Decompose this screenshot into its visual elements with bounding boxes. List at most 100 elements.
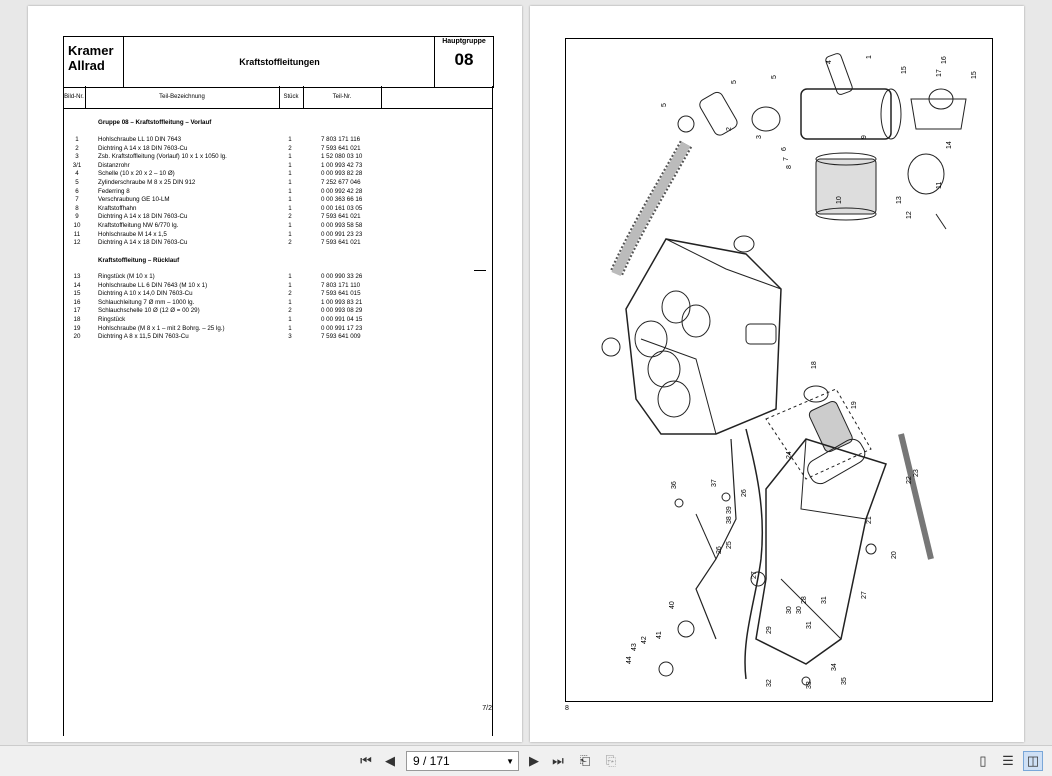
teil-bezeichnung: Dichtring A 10 x 14,0 DIN 7603-Cu xyxy=(98,290,193,298)
bild-nr: 3/1 xyxy=(72,161,82,169)
stueck: 2 xyxy=(288,307,292,315)
callout-label: 21 xyxy=(866,516,873,524)
two-page-icon[interactable]: ◫ xyxy=(1023,751,1043,771)
callout-label: 32 xyxy=(766,679,773,687)
bild-nr: 19 xyxy=(73,324,81,332)
callout-label: 44 xyxy=(626,656,633,664)
callout-label: 26 xyxy=(716,546,723,554)
last-page-icon[interactable]: ⏭ xyxy=(552,753,564,768)
callout-label: 8 xyxy=(786,165,793,169)
stueck: 3 xyxy=(288,333,292,341)
callout-label: 30 xyxy=(796,606,803,614)
callout-label: 38 xyxy=(726,516,733,524)
callout-label: 31 xyxy=(806,621,813,629)
callout-label: 33 xyxy=(806,681,813,689)
hauptgruppe-label: Hauptgruppe xyxy=(442,38,486,45)
callout-label: 36 xyxy=(671,481,678,489)
callout-label: 3 xyxy=(756,135,763,139)
stueck: 1 xyxy=(288,222,292,229)
bild-nr: 18 xyxy=(73,316,81,323)
next-page-icon[interactable]: ▶ xyxy=(529,753,539,768)
callout-label: 12 xyxy=(906,211,913,219)
col-teil: Teil-Bezeichnung xyxy=(159,94,205,100)
forward-icon[interactable]: ⎘ xyxy=(605,753,617,768)
right-page-number: 8 xyxy=(565,705,569,712)
teil-nr: 0 00 993 58 58 xyxy=(321,222,363,229)
first-page-icon[interactable]: ⏮ xyxy=(360,753,372,768)
callout-label: 20 xyxy=(891,551,898,559)
callout-label: 26 xyxy=(741,489,748,497)
continuous-icon[interactable]: ☰ xyxy=(1002,753,1014,768)
stueck: 2 xyxy=(288,290,292,298)
callout-label: 11 xyxy=(936,182,943,189)
back-icon[interactable]: ⎗ xyxy=(579,753,591,768)
bild-nr: 13 xyxy=(73,273,81,280)
bild-nr: 8 xyxy=(75,204,79,212)
callout-label: 17 xyxy=(936,69,943,77)
parts-row: 7 Verschraubung GE 10-LM 1 0 00 363 66 16 xyxy=(68,195,478,204)
stueck: 1 xyxy=(288,161,292,169)
bild-nr: 20 xyxy=(73,333,81,341)
callout-label: 15 xyxy=(901,66,908,74)
teil-nr: 0 00 363 66 16 xyxy=(321,196,363,204)
bild-nr: 10 xyxy=(73,222,81,229)
teil-bezeichnung: Dichtring A 8 x 11,5 DIN 7603-Cu xyxy=(98,333,189,341)
callout-label: 13 xyxy=(896,196,903,204)
parts-row: 10 Kraftstoffleitung NW 6/770 lg. 1 0 00 99… xyxy=(68,221,478,230)
teil-nr: 7 593 641 021 xyxy=(321,239,361,247)
logo-line1: Kramer xyxy=(68,43,114,58)
teil-nr: 0 00 991 04 15 xyxy=(321,316,363,323)
callout-label: 34 xyxy=(831,663,838,671)
stueck: 2 xyxy=(288,144,292,152)
bild-nr: 11 xyxy=(73,230,81,238)
page-selector[interactable]: 9 / 171 ▼ xyxy=(406,751,519,771)
bild-nr: 14 xyxy=(73,281,81,289)
teil-bezeichnung: Schelle (10 x 20 x 2 – 10 Ø) xyxy=(98,170,175,178)
teil-nr: 0 00 991 17 23 xyxy=(321,324,363,332)
logo-line2: Allrad xyxy=(68,58,105,73)
right-border xyxy=(492,86,493,736)
bild-nr: 5 xyxy=(75,179,79,186)
teil-nr: 0 00 992 42 28 xyxy=(321,187,363,195)
callout-label: 5 xyxy=(731,80,738,84)
teil-bezeichnung: Kraftstoffleitung NW 6/770 lg. xyxy=(98,222,179,229)
callout-label: 9 xyxy=(861,135,868,139)
bild-nr: 12 xyxy=(73,239,81,247)
single-page-icon[interactable]: ▯ xyxy=(979,753,987,768)
prev-page-icon[interactable]: ◀ xyxy=(385,753,395,768)
teil-bezeichnung: Dichtring A 14 x 18 DIN 7603-Cu xyxy=(98,213,188,221)
page-value: 9 / 171 xyxy=(413,754,450,768)
stueck: 1 xyxy=(288,187,292,195)
teil-bezeichnung: Schlauchleitung 7 Ø mm – 1000 lg. xyxy=(98,298,195,306)
teil-bezeichnung: Distanzrohr xyxy=(98,161,130,169)
left-page: Kramer Allrad Kraftstoffleitungen Hauptg… xyxy=(28,6,522,742)
teil-bezeichnung: Schlauchschelle 10 Ø (12 Ø = 00 29) xyxy=(98,307,200,315)
stueck: 1 xyxy=(288,136,292,143)
col-bild: Bild-Nr. xyxy=(64,94,84,100)
left-border xyxy=(63,86,64,736)
teil-bezeichnung: Hohlschraube LL 6 DIN 7643 (M 10 x 1) xyxy=(98,281,208,289)
teil-bezeichnung: Kraftstoffhahn xyxy=(98,204,137,212)
bild-nr: 7 xyxy=(75,196,79,204)
left-page-number: 7/2 xyxy=(482,705,492,712)
chevron-down-icon: ▼ xyxy=(506,756,514,766)
callout-label: 15 xyxy=(971,71,978,79)
stueck: 1 xyxy=(288,196,292,204)
teil-bezeichnung: Verschraubung GE 10-LM xyxy=(98,196,170,204)
teil-nr: 1 00 993 42 73 xyxy=(321,161,363,169)
callout-label: 24 xyxy=(786,451,793,459)
callout-label: 7 xyxy=(783,157,790,161)
bild-nr: 9 xyxy=(75,213,79,221)
callout-label: 5 xyxy=(661,103,668,107)
